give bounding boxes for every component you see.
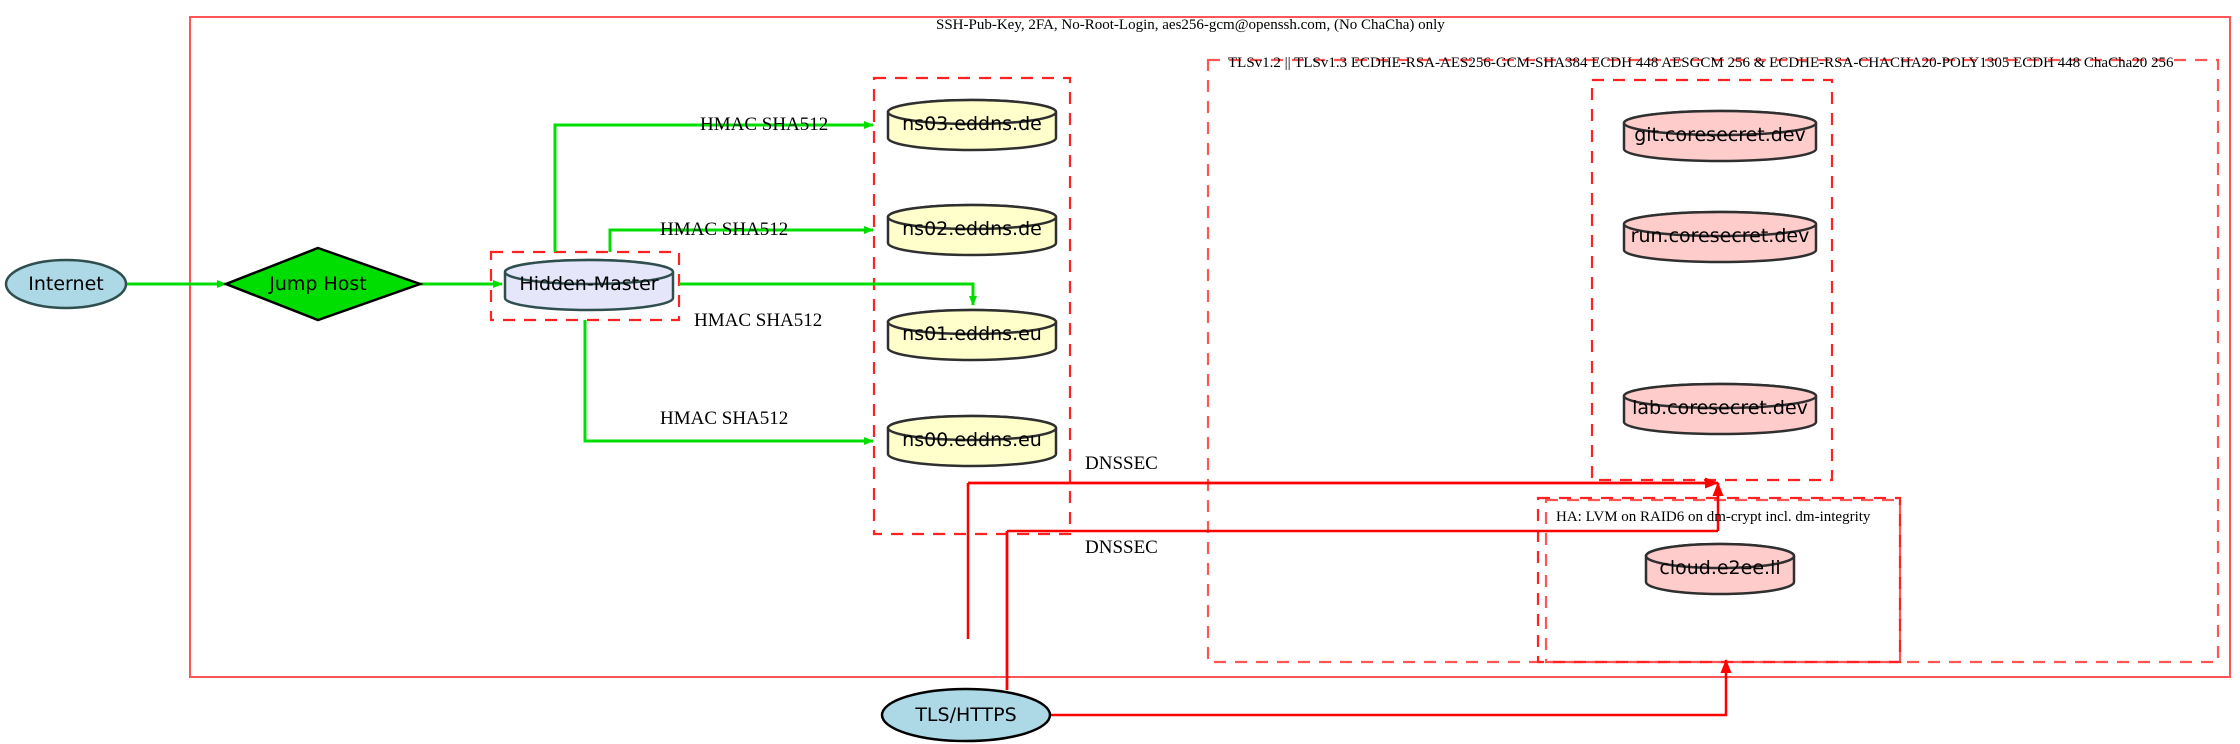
cluster-tls-label: TLSv1.2 || TLSv1.3 ECDHE-RSA-AES256-GCM-… bbox=[1228, 55, 2174, 71]
edge-tls-to-coresecret bbox=[1005, 482, 1724, 690]
node-tls-https[interactable] bbox=[880, 687, 1052, 743]
node-run-coresecret[interactable] bbox=[1622, 210, 1818, 264]
edge-label-hmac-ns03: HMAC SHA512 bbox=[700, 114, 829, 135]
node-lab-coresecret[interactable] bbox=[1622, 382, 1818, 436]
node-cloud-e2ee[interactable] bbox=[1644, 542, 1796, 596]
node-ns03[interactable] bbox=[886, 98, 1058, 152]
edge-label-hmac-ns02: HMAC SHA512 bbox=[660, 219, 789, 240]
edge-label-dnssec-lower: DNSSEC bbox=[1085, 537, 1158, 558]
edge-label-hmac-ns00: HMAC SHA512 bbox=[660, 408, 789, 429]
node-internet[interactable] bbox=[4, 258, 128, 310]
cluster-tls-box bbox=[1206, 58, 2220, 664]
cluster-ha-label: HA: LVM on RAID6 on dm-crypt incl. dm-in… bbox=[1556, 509, 1871, 525]
edge-label-dnssec-upper: DNSSEC bbox=[1085, 453, 1158, 474]
node-git-coresecret[interactable] bbox=[1622, 109, 1818, 163]
cluster-ssh-label: SSH-Pub-Key, 2FA, No-Root-Login, aes256-… bbox=[936, 17, 1445, 33]
node-hidden-master[interactable] bbox=[503, 258, 675, 312]
node-ns02[interactable] bbox=[886, 203, 1058, 257]
cluster-cloud-box bbox=[1536, 496, 1902, 664]
edge-master-to-ns00 bbox=[583, 320, 874, 445]
node-ns01[interactable] bbox=[886, 308, 1058, 362]
cluster-hidden-master-box bbox=[489, 250, 681, 322]
node-jump-host[interactable] bbox=[222, 246, 424, 322]
cluster-ssh-box bbox=[189, 16, 2231, 678]
edge-master-to-ns01 bbox=[679, 282, 977, 306]
cluster-nameservers-box bbox=[872, 76, 1072, 536]
edge-tls-to-cloud bbox=[1050, 659, 1732, 717]
edge-label-hmac-ns01: HMAC SHA512 bbox=[694, 310, 823, 331]
node-ns00[interactable] bbox=[886, 414, 1058, 468]
edge-master-to-ns02 bbox=[608, 226, 874, 252]
edge-master-to-ns03 bbox=[553, 121, 874, 252]
